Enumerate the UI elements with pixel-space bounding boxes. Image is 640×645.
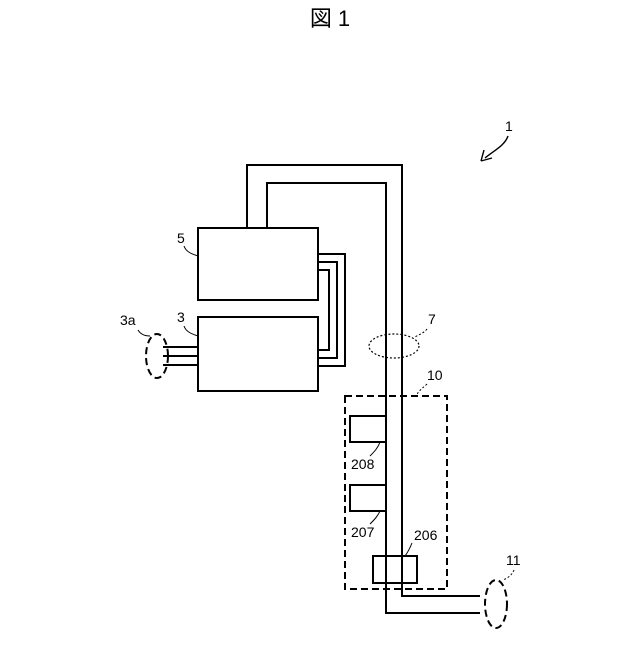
leader-5: [184, 246, 198, 256]
leader-207: [370, 511, 380, 524]
leader-10: [416, 384, 427, 396]
label-block-3: 3: [177, 309, 185, 325]
label-10: 10: [427, 367, 443, 383]
leader-208: [370, 442, 380, 456]
link-inner: [318, 270, 329, 350]
end-11: [485, 580, 507, 628]
leader-3a: [138, 330, 150, 336]
figure-title: 図 1: [310, 6, 350, 31]
label-7: 7: [428, 311, 436, 327]
system-leader-arrow: [485, 136, 508, 158]
leader-7: [415, 329, 427, 337]
leader-206: [405, 543, 412, 556]
leader-3: [184, 326, 198, 336]
link-middle: [318, 262, 337, 358]
label-206: 206: [414, 527, 438, 543]
arrowhead: [481, 150, 492, 161]
leader-11: [503, 570, 514, 580]
label-11: 11: [506, 552, 521, 568]
label-3a: 3a: [120, 312, 136, 328]
block-5: [198, 228, 318, 300]
label-208: 208: [351, 456, 375, 472]
component-206: [373, 556, 417, 583]
label-block-5: 5: [177, 230, 185, 246]
bundle-7: [369, 334, 419, 358]
block-3: [198, 317, 318, 391]
component-207: [350, 485, 386, 511]
component-208: [350, 416, 386, 442]
label-system-1: 1: [505, 118, 513, 134]
label-207: 207: [351, 524, 375, 540]
